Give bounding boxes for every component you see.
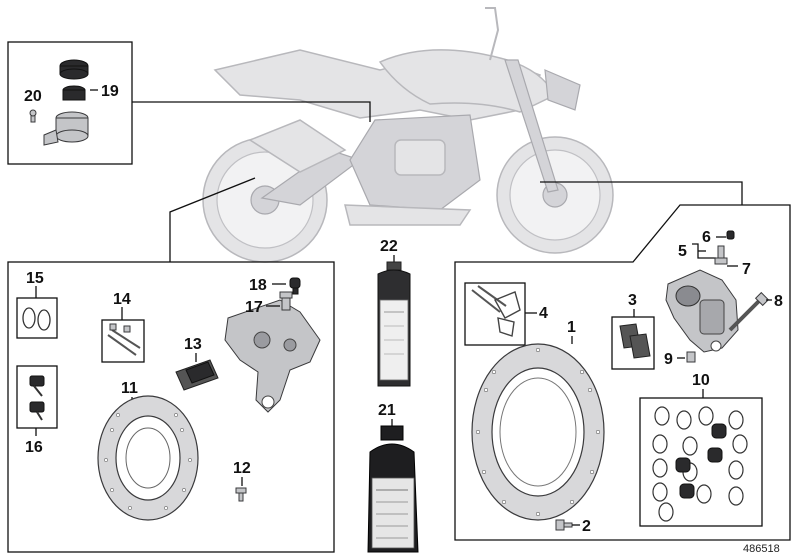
label-7: 7 — [742, 261, 751, 278]
label-6: 6 — [702, 229, 711, 246]
leader-front — [540, 181, 743, 205]
seal-rings-15 — [22, 307, 51, 331]
box-15 — [16, 297, 58, 339]
label-11: 11 — [121, 380, 138, 397]
bolt-2 — [555, 519, 573, 531]
fluid-bottle-21 — [367, 425, 419, 553]
rear-caliper — [224, 299, 321, 413]
brake-pads-13 — [175, 359, 219, 391]
box-10 — [639, 397, 763, 527]
label-20: 20 — [24, 88, 42, 105]
reservoir-body — [43, 111, 89, 146]
bleed-cap-18 — [289, 277, 301, 295]
bushing-9 — [686, 351, 696, 363]
label-10: 10 — [692, 372, 710, 389]
screw-20 — [29, 109, 37, 123]
front-caliper — [665, 269, 739, 353]
bolt-8 — [728, 291, 770, 332]
pins-clips-14 — [107, 323, 141, 356]
front-pads-3 — [619, 323, 651, 359]
bleed-valve-7 — [714, 245, 728, 265]
label-22: 22 — [380, 238, 398, 255]
box-3 — [611, 316, 655, 370]
label-14: 14 — [113, 291, 131, 308]
motorcycle-silhouette — [202, 7, 614, 263]
reservoir-cap — [59, 59, 89, 80]
label-17: 17 — [245, 299, 263, 316]
label-2: 2 — [582, 518, 591, 535]
box-14 — [101, 319, 145, 363]
label-5: 5 — [678, 243, 687, 260]
label-13: 13 — [184, 336, 202, 353]
cap-6 — [726, 230, 735, 240]
reservoir-box — [7, 41, 133, 165]
label-16: 16 — [25, 439, 43, 456]
label-19: 19 — [101, 83, 119, 100]
reservoir-diaphragm — [62, 85, 86, 101]
label-12: 12 — [233, 460, 251, 477]
bleed-valve-17 — [279, 291, 293, 311]
rear-brake-box — [7, 261, 335, 553]
label-18: 18 — [249, 277, 267, 294]
front-disc-1 — [471, 343, 605, 521]
label-9: 9 — [664, 351, 673, 368]
diagram-reference: 486518 — [743, 543, 780, 555]
bolt-12 — [235, 487, 247, 502]
label-8: 8 — [774, 293, 783, 310]
spray-can-22 — [377, 261, 411, 387]
label-15: 15 — [26, 270, 44, 287]
label-21: 21 — [378, 402, 396, 419]
leader-reservoir — [132, 101, 371, 122]
label-3: 3 — [628, 292, 637, 309]
box-4 — [464, 282, 526, 346]
box-16 — [16, 365, 58, 429]
rear-disc-11 — [97, 395, 199, 521]
front-brake-box — [454, 204, 791, 541]
pins-4 — [471, 285, 521, 337]
label-1: 1 — [567, 319, 576, 336]
bleeder-16 — [29, 375, 45, 421]
leader-rear — [169, 177, 256, 262]
pistons-10 — [675, 423, 727, 499]
label-4: 4 — [539, 305, 548, 322]
seals-pistons-10 — [652, 406, 748, 522]
